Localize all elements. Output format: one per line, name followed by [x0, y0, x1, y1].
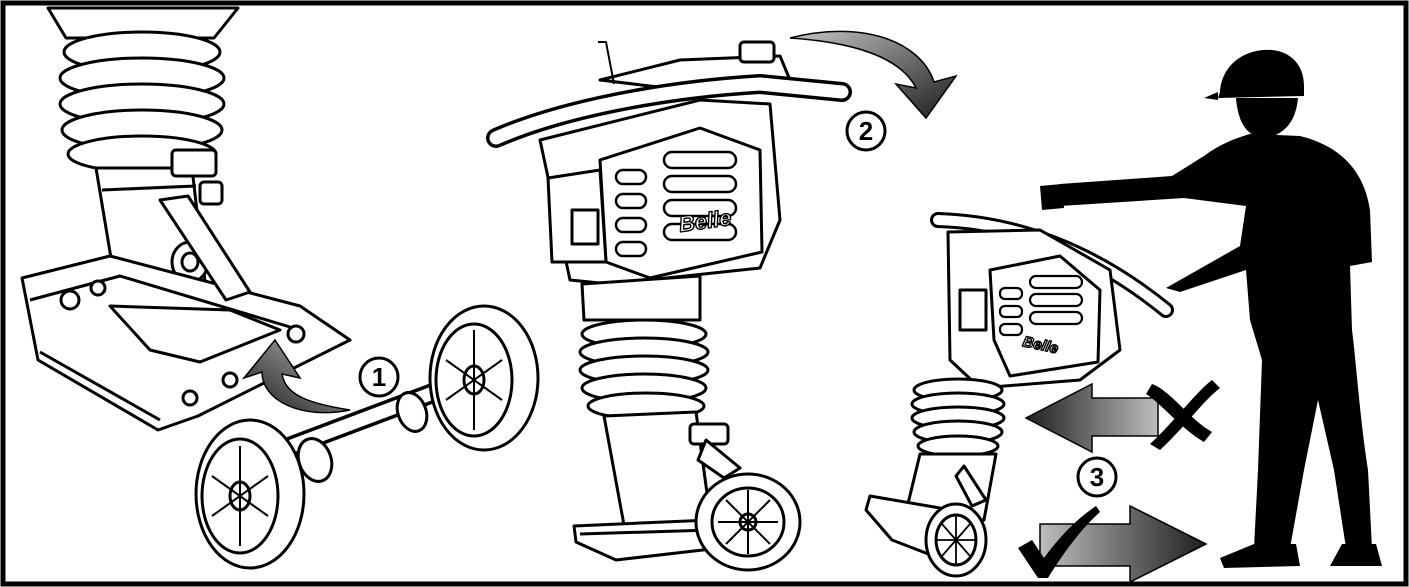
step-2-marker: 2: [845, 110, 887, 152]
bellows: [58, 30, 226, 174]
operator-silhouette: [1040, 49, 1382, 568]
step-3-number: 3: [1090, 462, 1104, 492]
check-mark-icon: [1018, 506, 1100, 578]
panel-3-operator-moving: Belle: [864, 49, 1382, 578]
panel-2-rammer-upright: Belle: [486, 40, 852, 572]
wheel-panel-2: [694, 472, 802, 572]
wrong-direction-arrow-icon: [1024, 382, 1159, 454]
step-3-marker: 3: [1076, 456, 1118, 498]
step-1-marker: 1: [358, 356, 400, 398]
bellows-panel-2: [578, 318, 710, 421]
tilt-arrow-icon: [789, 30, 958, 120]
panel-1-wheel-attachment: [20, 6, 540, 570]
step-1-number: 1: [372, 362, 386, 392]
cross-mark-icon: [1146, 380, 1220, 450]
rammer-tilted: Belle: [864, 212, 1174, 578]
attach-arrow-icon: [241, 338, 351, 414]
wheel-far: [428, 304, 540, 452]
step-2-number: 2: [859, 116, 873, 146]
wheel-near: [194, 418, 306, 570]
